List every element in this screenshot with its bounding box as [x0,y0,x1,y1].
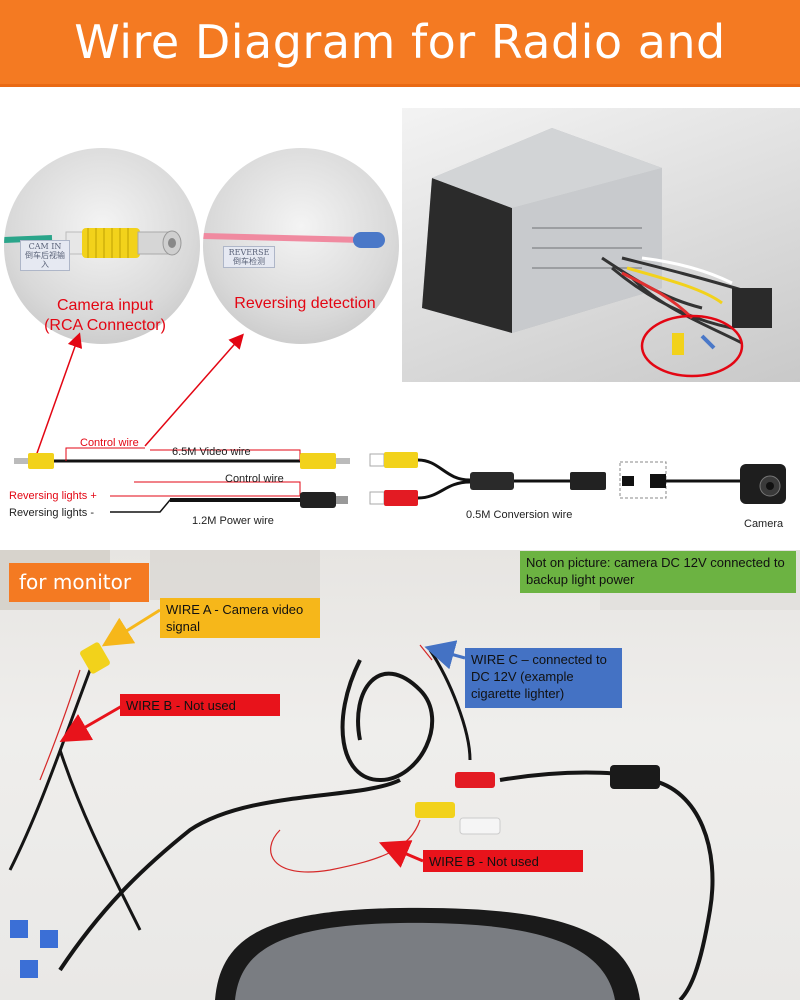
control-wire-mid-label: Control wire [225,473,284,485]
video-wire-label: 6.5M Video wire [172,446,251,458]
wire-a-note: WIRE A - Camera video signal [160,598,320,638]
conversion-red-plug [384,490,418,506]
for-monitor-tag: for monitor [9,563,149,602]
camera-power-note: Not on picture: camera DC 12V connected … [520,551,796,593]
reversing-detection-arrow [144,333,244,447]
reversing-detection-caption: Reversing detection [234,295,376,312]
camera-label: Camera [744,518,784,530]
power-wire-label: 1.2M Power wire [192,515,274,527]
reverse-tag-line1: REVERSE [228,248,270,257]
head-unit-illustration [422,128,772,378]
wiring-diagram [14,447,786,513]
reversing-minus-label: Reversing lights - [9,507,94,519]
callout-arrows [35,332,244,457]
cam-in-tag-line1: CAM IN [28,242,62,251]
wire-b-note-lower: WIRE B - Not used [423,850,583,872]
monitor-cables-illustration [0,550,800,1000]
reverse-wire-illustration [203,232,385,248]
conversion-yellow-plug [384,452,418,468]
camera-input-caption: Camera input (RCA Connector) [20,296,190,336]
right-rca-plug [300,453,336,469]
reverse-tag-line2: 倒车检测 [233,257,265,266]
control-wire-top-label: Control wire [80,437,139,449]
banner-underline [0,84,800,87]
reverse-wire-tag: REVERSE 倒车检测 [223,246,275,268]
cam-in-wire-tag: CAM IN 倒车后视输入 [20,240,70,271]
cam-in-tag-line2: 倒车后视输入 [25,251,65,269]
left-rca-plug [28,453,54,469]
camera-input-caption-line1: Camera input [56,297,154,314]
head-unit-photo [402,108,800,382]
monitor-wiring-photo [0,550,800,1000]
wire-b-note-upper: WIRE B - Not used [120,694,280,716]
rca-connector-illustration [4,228,182,258]
reversing-plus-label: Reversing lights + [9,490,97,502]
power-plug [300,492,336,508]
title-banner [0,0,800,84]
wire-c-note: WIRE C – connected to DC 12V (example ci… [465,648,622,708]
camera-input-arrow [35,332,83,457]
conversion-wire-label: 0.5M Conversion wire [466,509,573,521]
camera-input-caption-line2: (RCA Connector) [44,317,166,334]
